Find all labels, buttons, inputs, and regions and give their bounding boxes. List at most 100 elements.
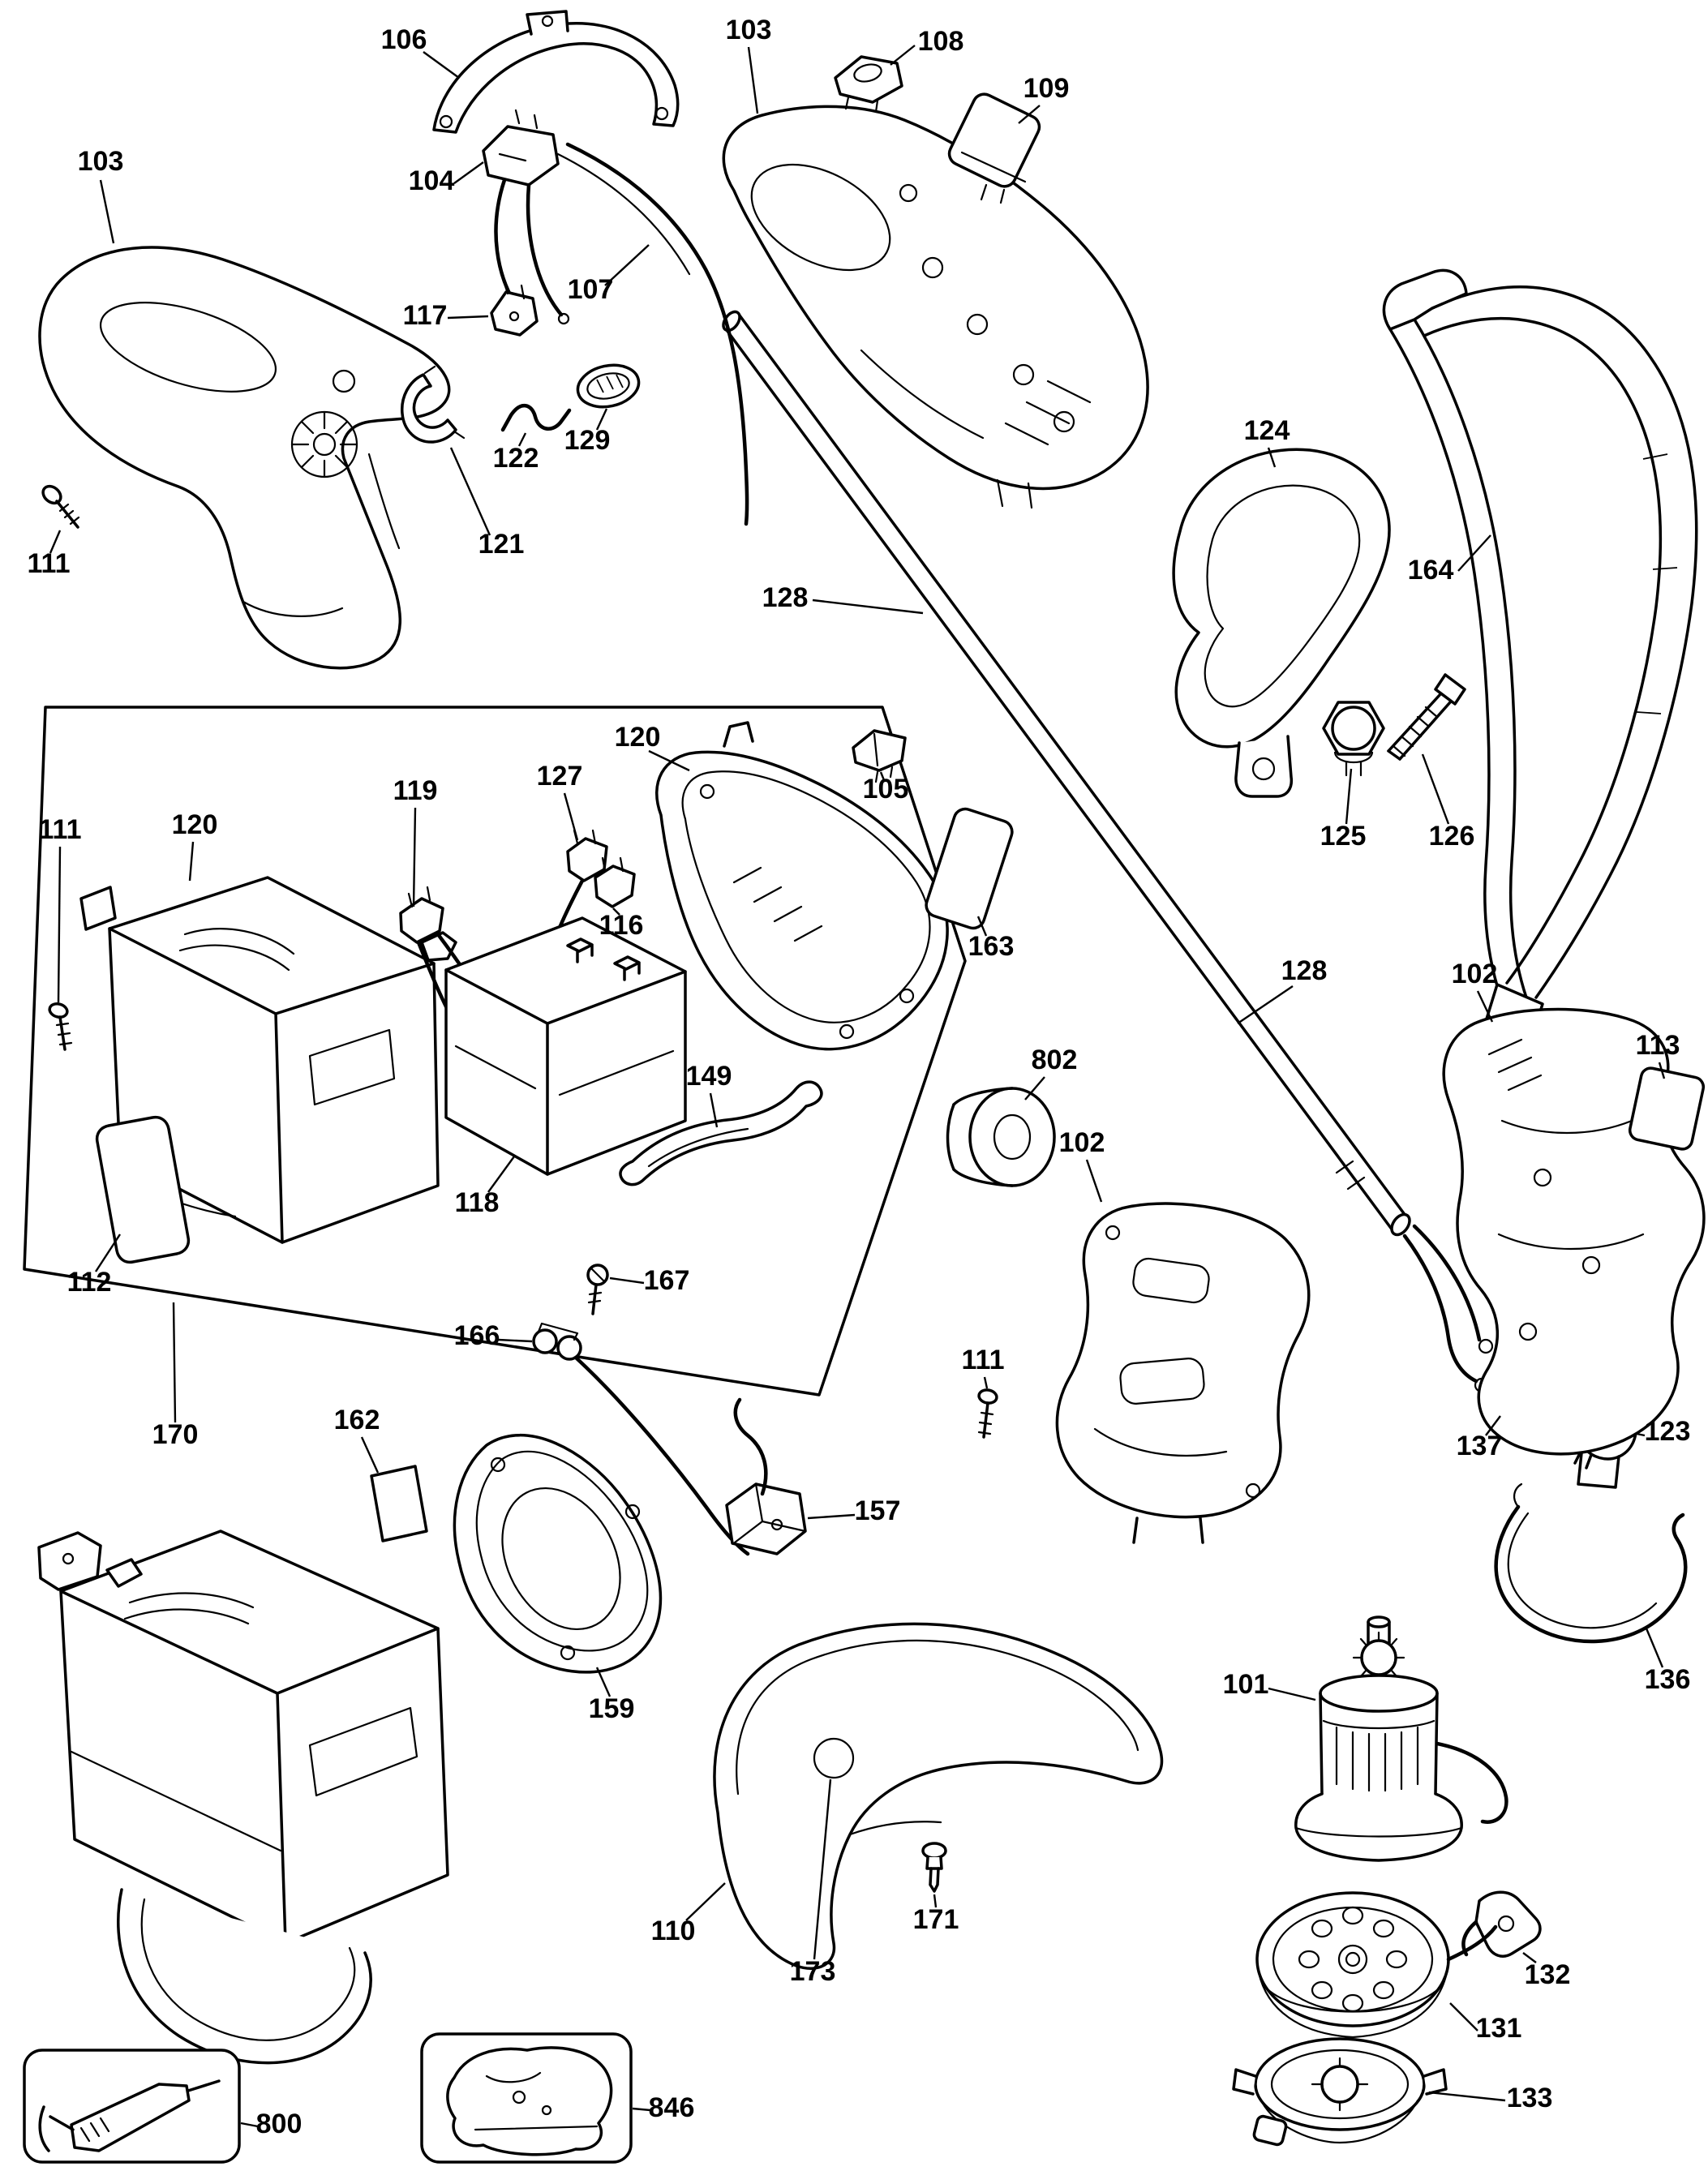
part-110-guard bbox=[713, 1622, 1164, 1971]
label-122: 122 bbox=[493, 443, 539, 474]
leader-101 bbox=[1268, 1687, 1316, 1701]
part-105-terminal bbox=[852, 729, 907, 783]
leader-120-a bbox=[648, 749, 690, 772]
label-127: 127 bbox=[537, 761, 583, 792]
leader-133 bbox=[1428, 2091, 1506, 2102]
label-104: 104 bbox=[409, 165, 455, 196]
label-103-top: 103 bbox=[726, 15, 772, 45]
label-112: 112 bbox=[67, 1267, 112, 1298]
label-123: 123 bbox=[1645, 1416, 1691, 1447]
leader-116 bbox=[612, 907, 620, 916]
part-103-top-housing bbox=[722, 105, 1149, 509]
part-125-wing-nut bbox=[1322, 701, 1385, 777]
label-802: 802 bbox=[1032, 1045, 1078, 1075]
part-104-switch bbox=[482, 109, 570, 325]
leader-111-a bbox=[49, 530, 62, 554]
leader-128-a bbox=[812, 599, 924, 615]
part-802-foam-roller bbox=[946, 1087, 1056, 1187]
part-120-battery-cover-top bbox=[655, 721, 949, 1051]
label-166: 166 bbox=[454, 1320, 500, 1351]
label-113: 113 bbox=[1636, 1030, 1680, 1061]
label-137: 137 bbox=[1457, 1431, 1503, 1461]
part-129-pad bbox=[576, 363, 641, 409]
leader-129 bbox=[595, 408, 608, 431]
leader-164 bbox=[1457, 534, 1491, 572]
label-157: 157 bbox=[855, 1495, 901, 1526]
leader-125 bbox=[1345, 768, 1353, 825]
leader-117 bbox=[447, 315, 489, 320]
label-846: 846 bbox=[649, 2092, 695, 2123]
label-108: 108 bbox=[918, 26, 964, 57]
leader-157 bbox=[807, 1513, 856, 1520]
part-118-battery bbox=[444, 916, 687, 1176]
leader-167 bbox=[609, 1276, 645, 1285]
leader-126 bbox=[1421, 753, 1450, 825]
part-107-cable bbox=[556, 142, 749, 526]
part-109-capacitor bbox=[947, 92, 1041, 204]
label-121: 121 bbox=[478, 529, 525, 560]
kit-box-846 bbox=[420, 2032, 633, 2164]
label-118: 118 bbox=[455, 1187, 500, 1218]
part-116-connector bbox=[594, 856, 636, 908]
label-106: 106 bbox=[381, 24, 427, 55]
leader-166 bbox=[497, 1338, 533, 1343]
assembly-box-outline bbox=[23, 706, 967, 1397]
label-136: 136 bbox=[1645, 1664, 1691, 1695]
leader-846 bbox=[632, 2107, 651, 2112]
leader-106 bbox=[423, 51, 460, 79]
label-162: 162 bbox=[334, 1405, 380, 1435]
leader-120-b bbox=[188, 841, 195, 882]
leader-111-b bbox=[57, 846, 62, 1003]
label-107: 107 bbox=[568, 274, 614, 305]
label-111-b: 111 bbox=[39, 814, 82, 845]
label-110: 110 bbox=[651, 1916, 696, 1946]
leader-119 bbox=[412, 807, 417, 907]
label-131: 131 bbox=[1476, 2013, 1522, 2044]
label-116: 116 bbox=[599, 910, 644, 941]
part-labels: 106 103 108 109 103 104 107 117 122 129 … bbox=[28, 15, 1691, 2139]
leader-132 bbox=[1522, 1952, 1537, 1963]
label-124: 124 bbox=[1244, 415, 1290, 446]
label-111-c: 111 bbox=[962, 1345, 1005, 1375]
label-109: 109 bbox=[1024, 73, 1070, 104]
label-111-a: 111 bbox=[28, 548, 71, 579]
part-136-wire-guard bbox=[1494, 1482, 1688, 1644]
part-164-shoulder-strap bbox=[1382, 268, 1698, 1088]
label-105: 105 bbox=[863, 774, 909, 804]
leader-149 bbox=[709, 1092, 719, 1128]
leader-163 bbox=[976, 916, 988, 937]
label-128-a: 128 bbox=[762, 582, 809, 613]
leader-170 bbox=[172, 1302, 177, 1423]
leader-171 bbox=[933, 1894, 938, 1908]
part-126-bolt bbox=[1387, 673, 1466, 761]
label-133: 133 bbox=[1507, 2083, 1553, 2113]
part-111-screw-c bbox=[977, 1388, 998, 1439]
leader-111-c bbox=[983, 1376, 989, 1389]
leader-104 bbox=[453, 161, 484, 184]
leader-109 bbox=[1018, 105, 1041, 124]
part-163-label-sticker bbox=[925, 807, 1014, 930]
leader-122 bbox=[517, 432, 527, 447]
part-167-screw bbox=[586, 1264, 609, 1315]
leader-137 bbox=[1485, 1415, 1501, 1436]
label-173: 173 bbox=[790, 1956, 836, 1987]
part-131-spool bbox=[1255, 1891, 1498, 2039]
part-108-switch bbox=[834, 55, 903, 114]
part-101-motor bbox=[1294, 1615, 1508, 1862]
label-120-b: 120 bbox=[172, 809, 218, 840]
label-132: 132 bbox=[1525, 1959, 1571, 1990]
leader-103-left bbox=[99, 179, 115, 244]
part-112-label-sticker bbox=[95, 1115, 191, 1264]
leader-162 bbox=[360, 1436, 380, 1474]
label-101: 101 bbox=[1223, 1669, 1269, 1700]
part-124-aux-handle bbox=[1172, 448, 1391, 798]
leader-102-b bbox=[1085, 1159, 1103, 1203]
leader-173 bbox=[813, 1778, 832, 1960]
part-171-screw bbox=[921, 1842, 947, 1893]
part-121-clip bbox=[401, 365, 466, 444]
leader-127 bbox=[563, 792, 579, 841]
leader-103-top bbox=[747, 46, 759, 114]
leader-136 bbox=[1645, 1628, 1664, 1668]
